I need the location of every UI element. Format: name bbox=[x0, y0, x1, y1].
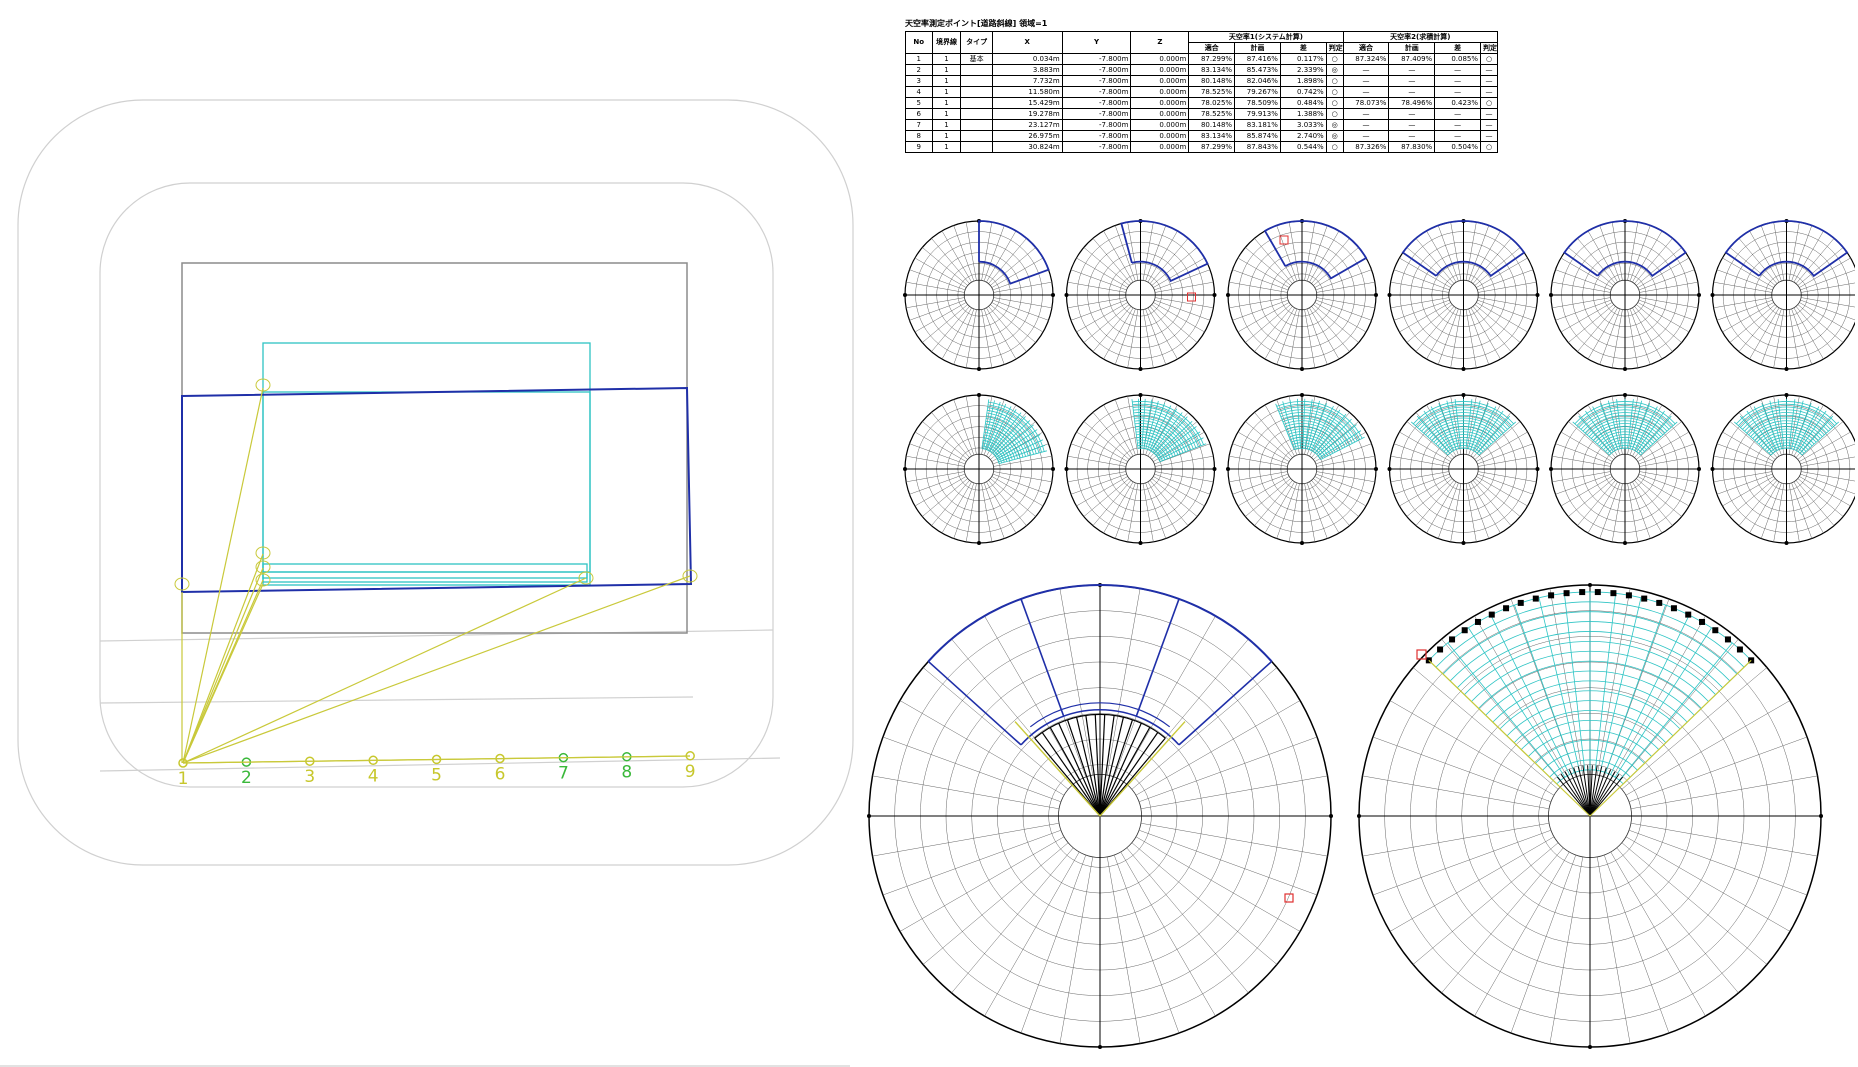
thumbnail-plan-3[interactable] bbox=[1226, 219, 1378, 371]
selection-marker bbox=[1279, 235, 1289, 245]
point-label: 2 bbox=[241, 768, 252, 788]
point-label: 6 bbox=[495, 765, 506, 785]
point-label: 1 bbox=[178, 769, 189, 789]
col-x: X bbox=[991, 31, 1063, 54]
col-judge1: 判定 bbox=[1325, 42, 1344, 54]
point-label: 7 bbox=[558, 764, 569, 784]
thumbnail-fit-4[interactable] bbox=[1387, 393, 1540, 545]
point-label: 8 bbox=[621, 763, 632, 783]
col-calc1: 計画 bbox=[1234, 42, 1281, 54]
thumbnail-fit-6[interactable] bbox=[1710, 393, 1856, 545]
thumbnail-fit-2[interactable] bbox=[1064, 393, 1217, 545]
inner-road-boundary bbox=[99, 182, 774, 788]
col-diff2: 差 bbox=[1434, 42, 1482, 54]
selection-marker bbox=[1284, 893, 1294, 903]
road-line-3 bbox=[99, 757, 781, 772]
col-boundary: 境界線 bbox=[931, 31, 962, 54]
thumbnail-fit-5[interactable] bbox=[1549, 393, 1701, 545]
col-diff1: 差 bbox=[1279, 42, 1327, 54]
table-row[interactable]: 3 1 7.732m -7.800m 0.000m 80.148% 82.046… bbox=[905, 75, 1498, 87]
table-row[interactable]: 5 1 15.429m -7.800m 0.000m 78.025% 78.50… bbox=[905, 97, 1498, 109]
outer-road-boundary bbox=[17, 99, 854, 866]
results-table: No 境界線 タイプ X Y Z 天空率1(システム計算) 天空率2(求積計算)… bbox=[905, 31, 1499, 153]
road-line-2 bbox=[99, 696, 694, 704]
thumbnail-plan-2[interactable] bbox=[1064, 219, 1217, 371]
col-plan2: 適合 bbox=[1342, 42, 1390, 54]
col-judge2: 判定 bbox=[1480, 42, 1498, 54]
table-row[interactable]: 2 1 3.883m -7.800m 0.000m 83.134% 85.473… bbox=[905, 64, 1498, 76]
measurement-points[interactable]: 1 2 3 4 5 6 7 8 9 bbox=[178, 751, 696, 789]
road-line-1 bbox=[99, 629, 774, 642]
col-y: Y bbox=[1061, 31, 1132, 54]
sky-factor-thumbnail-grid[interactable] bbox=[895, 205, 1855, 575]
point-label: 5 bbox=[431, 765, 442, 785]
selection-marker bbox=[1416, 649, 1427, 660]
thumbnail-plan-1[interactable] bbox=[903, 219, 1055, 371]
thumbnail-fit-3[interactable] bbox=[1226, 393, 1378, 545]
road-outlines bbox=[0, 99, 854, 1067]
table-row[interactable]: 1 1 基本 0.034m -7.800m 0.000m 87.299% 87.… bbox=[905, 53, 1498, 65]
table-row[interactable]: 7 1 23.127m -7.800m 0.000m 80.148% 83.18… bbox=[905, 119, 1498, 131]
large-diagram-fit[interactable] bbox=[1357, 583, 1823, 1049]
vertex-markers bbox=[174, 378, 698, 591]
point-label: 3 bbox=[304, 767, 315, 787]
col-no: No bbox=[905, 31, 933, 54]
sky-factor-large-diagrams[interactable] bbox=[860, 572, 1850, 1062]
point-label: 9 bbox=[685, 762, 696, 782]
thumbnail-plan-6[interactable] bbox=[1710, 219, 1856, 371]
plan-view-canvas[interactable]: 1 2 3 4 5 6 7 8 9 bbox=[0, 0, 860, 1067]
point-label: 4 bbox=[368, 766, 379, 786]
col-plan1: 適合 bbox=[1188, 42, 1236, 54]
thumbnail-plan-5[interactable] bbox=[1549, 219, 1701, 371]
plan-building bbox=[181, 386, 693, 594]
table-title: 天空率測定ポイント[道路斜線] 領域=1 bbox=[905, 19, 1048, 28]
thumbnail-fit-1[interactable] bbox=[903, 393, 1055, 545]
thumbnail-plan-4[interactable] bbox=[1387, 219, 1540, 371]
selection-marker bbox=[1187, 292, 1196, 302]
col-group2: 天空率2(求積計算) bbox=[1342, 31, 1499, 43]
sightlines bbox=[181, 387, 691, 764]
table-row[interactable]: 8 1 26.975m -7.800m 0.000m 83.134% 85.87… bbox=[905, 130, 1498, 142]
table-row[interactable]: 6 1 19.278m -7.800m 0.000m 78.525% 79.91… bbox=[905, 108, 1498, 120]
table-row[interactable]: 9 1 30.824m -7.800m 0.000m 87.299% 87.84… bbox=[905, 141, 1498, 153]
col-group1: 天空率1(システム計算) bbox=[1188, 31, 1344, 43]
results-table-panel: 天空率測定ポイント[道路斜線] 領域=1 No 境界線 タイプ X Y Z 天空… bbox=[905, 18, 1499, 153]
col-calc2: 計画 bbox=[1388, 42, 1436, 54]
col-z: Z bbox=[1130, 31, 1190, 54]
table-row[interactable]: 4 1 11.580m -7.800m 0.000m 78.525% 79.26… bbox=[905, 86, 1498, 98]
large-diagram-plan[interactable] bbox=[867, 583, 1333, 1049]
fit-building bbox=[262, 342, 591, 586]
col-type: タイプ bbox=[960, 31, 993, 54]
